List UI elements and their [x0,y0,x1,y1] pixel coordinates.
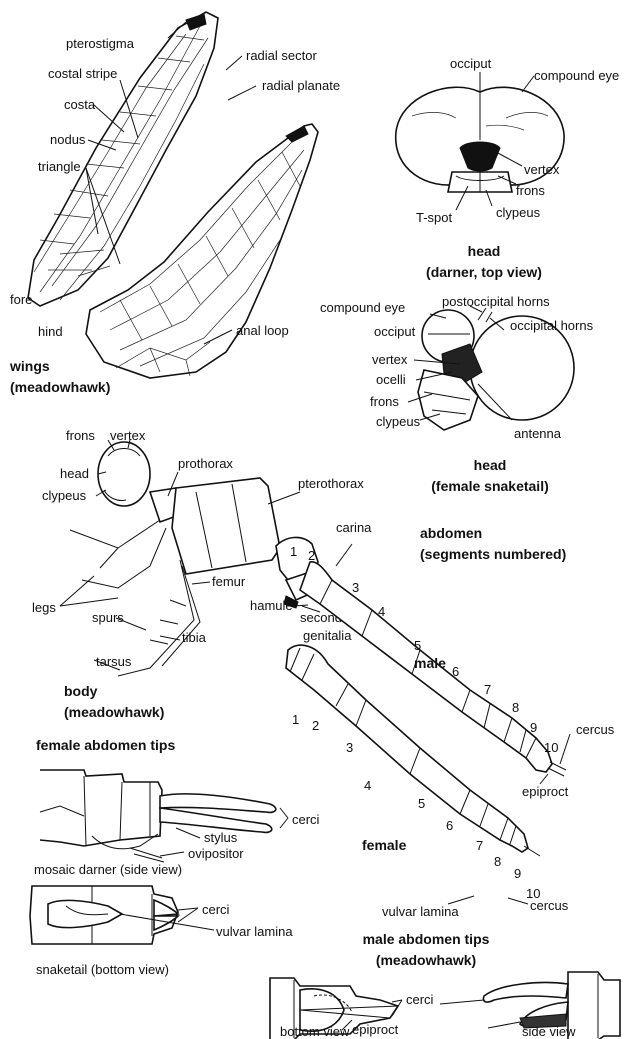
label-body-tarsus: tarsus [96,654,132,669]
male-segment-2: 2 [308,548,315,563]
label-male-cercus: cercus [576,722,615,737]
label-male-epiproct: epiproct [522,784,569,799]
label-male-tips-epiproct: epiproct [352,1022,399,1037]
label-snaketail-antenna: antenna [514,426,562,441]
section-title-abdomen: abdomen [420,525,482,541]
label-female-cercus: cercus [530,898,569,913]
female-abdomen-illustration [286,645,540,856]
female-segment-9: 9 [514,866,521,881]
section-subtitle-abdomen: (segments numbered) [420,546,566,562]
label-body-clypeus: clypeus [42,488,87,503]
section-title-female-tips: female abdomen tips [36,737,175,753]
label-body-genitalia: genitalia [303,628,352,643]
section-title-head-snaketail: head [474,457,507,473]
label-radial-planate: radial planate [262,78,340,93]
section-subtitle-head-top: (darner, top view) [426,264,542,280]
label-body-tibia: tibia [182,630,207,645]
section-subtitle-male-tips: (meadowhawk) [376,952,476,968]
female-segment-2: 2 [312,718,319,733]
section-subtitle-body: (meadowhawk) [64,704,164,720]
male-segment-5: 5 [414,638,421,653]
label-nodus: nodus [50,132,86,147]
label-head-top-occiput: occiput [450,56,492,71]
caption-snaketail: snaketail (bottom view) [36,962,169,977]
mosaic-darner-tip-illustration [40,770,288,862]
label-pterostigma: pterostigma [66,36,135,51]
label-body-legs: legs [32,600,56,615]
label-head-top-frons: frons [516,183,545,198]
male-segment-10: 10 [544,740,558,755]
caption-male-bottom-view: bottom view [280,1024,350,1039]
section-title-wings: wings [9,358,50,374]
label-hind-wing: hind [38,324,63,339]
label-triangle: triangle [38,159,81,174]
label-fore-wing: fore [10,292,32,307]
label-body-vertex: vertex [110,428,146,443]
label-female-tips-stylus: stylus [204,830,238,845]
label-snaketail-tips-vulvar-lamina: vulvar lamina [216,924,293,939]
section-subtitle-head-snaketail: (female snaketail) [431,478,549,494]
section-title-male-tips: male abdomen tips [363,931,490,947]
label-female-vulvar-lamina: vulvar lamina [382,904,459,919]
label-snaketail-compound-eye: compound eye [320,300,405,315]
female-segment-1: 1 [292,712,299,727]
label-female: female [362,837,407,853]
label-male: male [414,655,446,671]
label-head-top-vertex: vertex [524,162,560,177]
male-segment-3: 3 [352,580,359,595]
label-female-tips-cerci: cerci [292,812,320,827]
snaketail-tip-illustration [30,886,214,944]
label-snaketail-vertex: vertex [372,352,408,367]
section-title-head-top: head [468,243,501,259]
label-head-top-compound-eye: compound eye [534,68,619,83]
section-subtitle-wings: (meadowhawk) [10,379,110,395]
label-costal-stripe: costal stripe [48,66,117,81]
male-segment-1: 1 [290,544,297,559]
female-segment-7: 7 [476,838,483,853]
caption-male-side-view: side view [522,1024,576,1039]
female-segment-6: 6 [446,818,453,833]
label-costa: costa [64,97,96,112]
female-segment-4: 4 [364,778,371,793]
label-snaketail-postoccipital-horns: postoccipital horns [442,294,550,309]
label-snaketail-occipital-horns: occipital horns [510,318,594,333]
section-title-body: body [64,683,98,699]
female-segment-3: 3 [346,740,353,755]
label-snaketail-occiput: occiput [374,324,416,339]
label-body-carina: carina [336,520,372,535]
label-anal-loop: anal loop [236,323,289,338]
label-female-tips-ovipositor: ovipositor [188,846,244,861]
caption-mosaic-darner: mosaic darner (side view) [34,862,182,877]
label-snaketail-tips-cerci: cerci [202,902,230,917]
label-body-head: head [60,466,89,481]
label-snaketail-frons: frons [370,394,399,409]
label-body-frons: frons [66,428,95,443]
male-segment-4: 4 [378,604,385,619]
label-snaketail-clypeus: clypeus [376,414,421,429]
label-body-femur: femur [212,574,246,589]
label-head-top-clypeus: clypeus [496,205,541,220]
female-segment-5: 5 [418,796,425,811]
label-snaketail-ocelli: ocelli [376,372,406,387]
label-body-spurs: spurs [92,610,124,625]
male-segment-9: 9 [530,720,537,735]
label-head-top-t-spot: T-spot [416,210,453,225]
male-segment-7: 7 [484,682,491,697]
label-radial-sector: radial sector [246,48,317,63]
label-body-prothorax: prothorax [178,456,233,471]
male-segment-6: 6 [452,664,459,679]
male-segment-8: 8 [512,700,519,715]
label-body-pterothorax: pterothorax [298,476,364,491]
female-segment-8: 8 [494,854,501,869]
label-body-hamule: hamule [250,598,293,613]
label-male-tips-cerci: cerci [406,992,434,1007]
